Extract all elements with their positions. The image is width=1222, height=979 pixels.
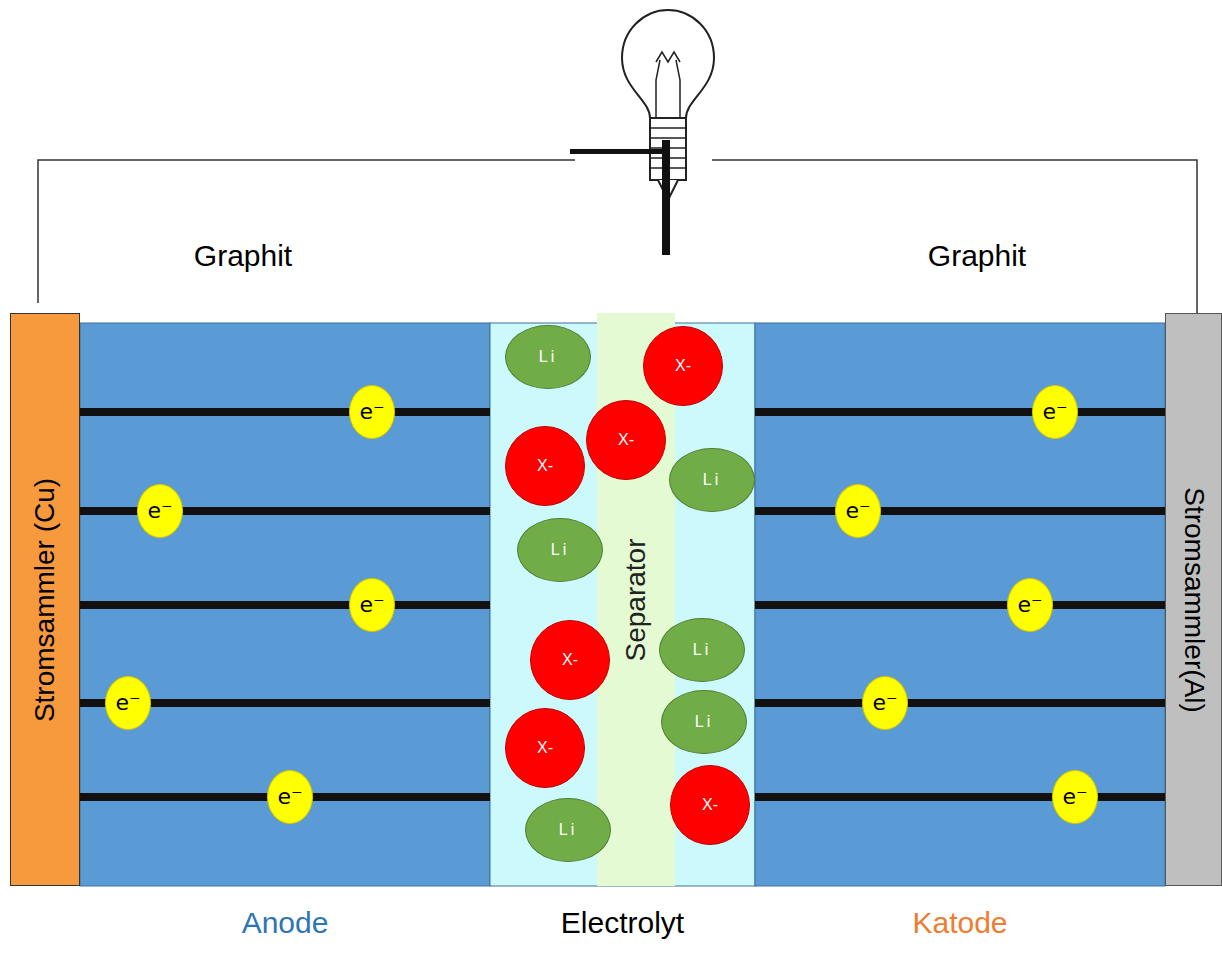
- electron-circle: e⁻: [105, 676, 151, 730]
- anion: X-: [505, 708, 585, 788]
- region-heading: Electrolyt: [490, 906, 755, 939]
- node-label: e⁻: [359, 593, 384, 617]
- lithium-ion: Li: [669, 448, 755, 512]
- node-label: e⁻: [872, 691, 897, 715]
- node-label: e⁻: [1017, 593, 1042, 617]
- region-heading: Anode: [80, 906, 490, 939]
- node-label: e⁻: [147, 499, 172, 523]
- light-bulb: [570, 10, 714, 255]
- electrode-region: e⁻e⁻e⁻e⁻e⁻Katode: [755, 323, 1165, 886]
- current-collector: Stromsammler (Cu): [10, 313, 80, 886]
- node-label: e⁻: [845, 499, 870, 523]
- wire: [38, 160, 575, 303]
- electrode-region: SeparatorLiX-X-X-LiLiLiX-LiX-X-LiElectro…: [490, 323, 755, 886]
- node-label: Stromsammler(Al): [1178, 487, 1209, 713]
- lithium-ion: Li: [661, 690, 747, 754]
- cathode-region: [755, 323, 1165, 886]
- node-label: e⁻: [1062, 785, 1087, 809]
- anion: X-: [530, 620, 610, 700]
- anion: X-: [586, 400, 666, 480]
- electron-circle: e⁻: [349, 578, 395, 632]
- electron-circle: e⁻: [137, 484, 183, 538]
- node-label: e⁻: [277, 785, 302, 809]
- electron-circle: e⁻: [1032, 385, 1078, 439]
- electron-circle: e⁻: [835, 484, 881, 538]
- node-label: X-: [702, 796, 718, 814]
- anode-region: [80, 323, 490, 886]
- node-label: Li: [551, 541, 569, 559]
- electron-circle: e⁻: [1052, 770, 1098, 824]
- node-label: e⁻: [359, 400, 384, 424]
- node-label: Li: [539, 348, 557, 366]
- node-label: Separator: [621, 538, 652, 661]
- node-label: X-: [618, 431, 634, 449]
- node-label: Li: [693, 641, 711, 659]
- node-label: X-: [537, 739, 553, 757]
- anion: X-: [643, 326, 723, 406]
- lithium-ion: Li: [505, 325, 591, 389]
- lithium-ion: Li: [517, 518, 603, 582]
- electron-circle: e⁻: [862, 676, 908, 730]
- node-label: Li: [703, 471, 721, 489]
- electron-circle: e⁻: [267, 770, 313, 824]
- node-label: e⁻: [115, 691, 140, 715]
- node-label: Li: [559, 821, 577, 839]
- wire: [712, 160, 1197, 313]
- electrode-region: e⁻e⁻e⁻e⁻e⁻Anode: [80, 323, 490, 886]
- current-collector: Stromsammler(Al): [1165, 313, 1222, 886]
- electron-circle: e⁻: [1007, 578, 1053, 632]
- node-label: Stromsammler (Cu): [30, 477, 61, 721]
- anion: X-: [505, 426, 585, 506]
- material-label: Graphit: [194, 239, 292, 272]
- node-label: Li: [695, 713, 713, 731]
- node-label: X-: [675, 357, 691, 375]
- region-heading: Katode: [755, 906, 1165, 939]
- node-label: X-: [537, 457, 553, 475]
- lithium-ion: Li: [659, 618, 745, 682]
- electron-circle: e⁻: [349, 385, 395, 439]
- anion: X-: [670, 765, 750, 845]
- material-label: Graphit: [928, 239, 1026, 272]
- lithium-ion: Li: [525, 798, 611, 862]
- node-label: e⁻: [1042, 400, 1067, 424]
- node-label: X-: [562, 651, 578, 669]
